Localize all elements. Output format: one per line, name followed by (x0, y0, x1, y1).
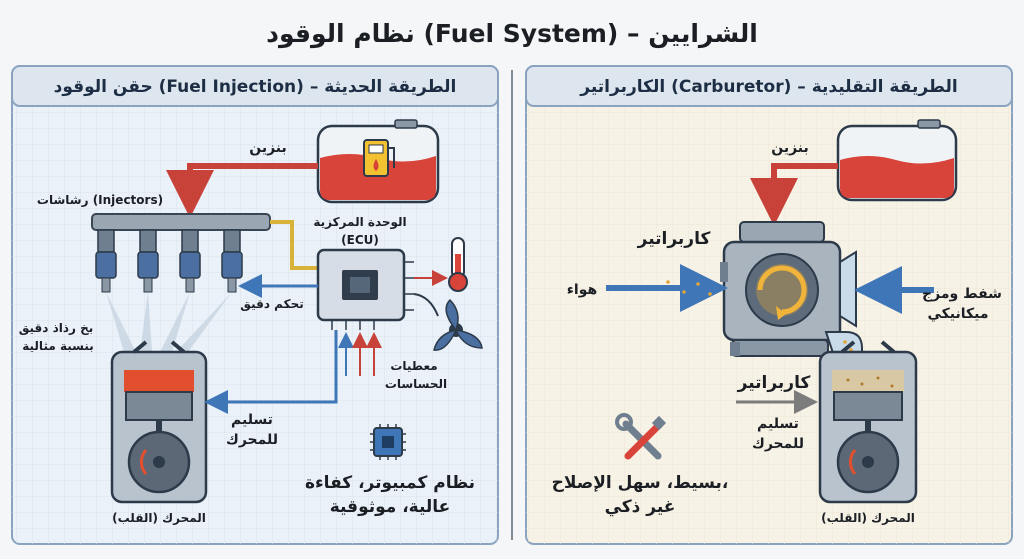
ecu-label-1: الوحدة المركزية (313, 215, 406, 230)
deliver-label-right-1: تسليم (757, 416, 799, 432)
deliver-arrow-left (204, 330, 338, 414)
sensors-label-1: معطيات (390, 359, 437, 373)
fuel-tank-left (316, 119, 440, 204)
fuel-injection-panel: حقن الوقود (Fuel Injection) – الطريقة ال… (11, 65, 499, 545)
fan-icon (433, 298, 483, 351)
injection-summary-2: عالية، موثوقية (330, 497, 451, 517)
engine-label-right: المحرك (القلب) (821, 511, 915, 525)
injectors-label: رشاشات (Injectors) (37, 193, 163, 207)
fuel-particles (666, 280, 712, 296)
fuel-line-right (750, 163, 838, 226)
mech-label-2: ميكانيكي (927, 306, 988, 322)
carburetor-label-mid: كاربراتير (737, 373, 811, 393)
fuel-label-left: بنزين (249, 140, 287, 156)
mech-label-1: شفط ومزج (922, 286, 1002, 302)
ecu-label-2: (ECU) (341, 233, 379, 247)
injector (137, 229, 159, 293)
chip-icon (370, 424, 406, 460)
carburetor-panel: الكاربراتير (Carburetor) – الطريقة التقل… (525, 65, 1013, 545)
engine-right (818, 340, 918, 504)
fuel-line-left (166, 163, 318, 218)
injection-summary-1: نظام كمبيوتر، كفاءة (305, 473, 475, 493)
fan-sensor-wire (413, 293, 439, 317)
fuel-label-right: بنزين (771, 140, 809, 156)
fuel-pump-icon (363, 139, 395, 177)
fuel-tank-right (836, 119, 958, 202)
injector (179, 229, 201, 293)
engine-left (110, 340, 208, 504)
deliver-label-right-2: للمحرك (752, 436, 804, 452)
fine-control-label: تحكم دقيق (240, 297, 303, 311)
page-title: نظام الوقود (Fuel System) – الشرايين (266, 19, 758, 49)
ecu-wire (270, 220, 318, 270)
engine-label-left: المحرك (القلب) (112, 511, 206, 525)
ecu-box (316, 248, 414, 330)
injector (95, 229, 117, 293)
injector (221, 229, 243, 293)
deliver-label-left-2: للمحرك (226, 432, 278, 448)
fuel-injection-header: حقن الوقود (Fuel Injection) – الطريقة ال… (54, 77, 457, 97)
spray-label-2: بنسبة مثالية (22, 339, 93, 353)
carburetor-summary-2: غير ذكي (605, 497, 676, 517)
fuel-rail (91, 213, 271, 231)
air-label: هواء (567, 282, 597, 298)
carburetor-body (720, 221, 842, 357)
carburetor-header: الكاربراتير (Carburetor) – الطريقة التقل… (579, 77, 957, 97)
carburetor-label-top: كاربراتير (637, 229, 711, 249)
deliver-label-left-1: تسليم (231, 412, 273, 428)
tools-icon (615, 413, 667, 460)
carburetor-summary-1: بسيط، سهل الإصلاح، (552, 473, 729, 493)
sensor-inputs (338, 332, 382, 376)
fuel-spray (106, 292, 232, 352)
thermometer-icon (448, 237, 468, 292)
spray-label-1: بخ رذاذ دقيق (19, 321, 94, 335)
sensors-label-2: الحساسات (385, 377, 447, 391)
